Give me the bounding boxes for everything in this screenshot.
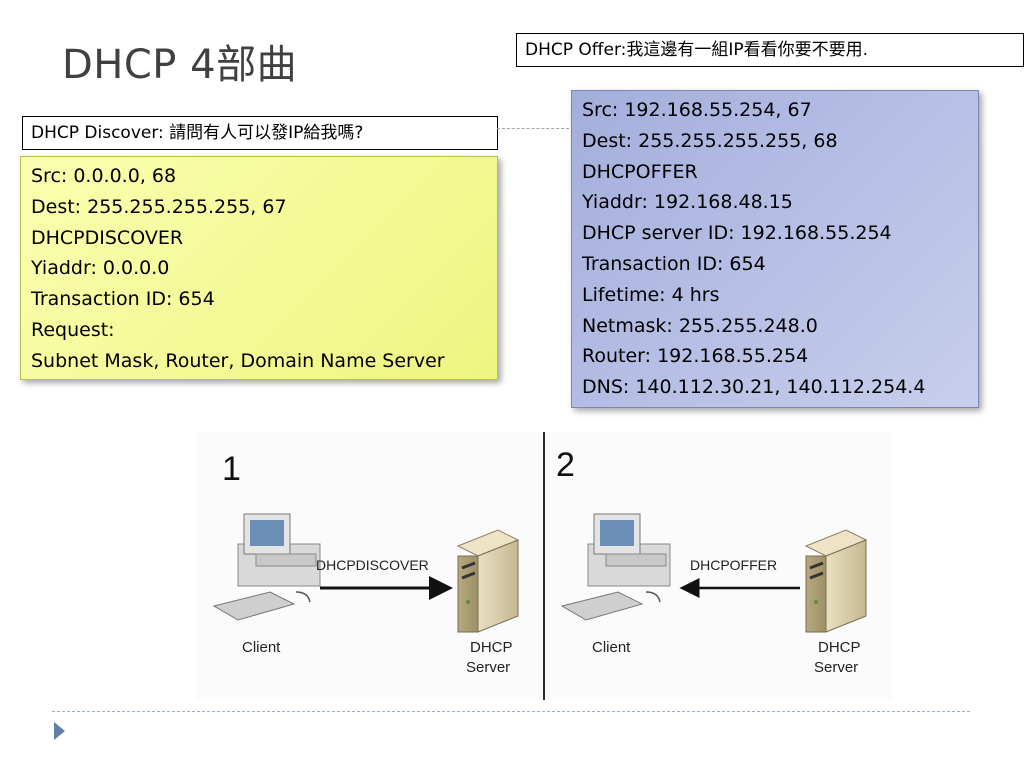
dhcp-exchange-figure: 1 Client DHCPDISCOVER DHCP Server 2	[196, 432, 892, 700]
discover-line-transaction: Transaction ID: 654	[31, 288, 215, 311]
discover-line-options: Subnet Mask, Router, Domain Name Server	[31, 349, 445, 372]
offer-panel: Src: 192.168.55.254, 67 Dest: 255.255.25…	[571, 90, 979, 408]
offer-line-netmask: Netmask: 255.255.248.0	[582, 314, 818, 337]
step2-server-icon	[804, 529, 868, 633]
footer-arrow-icon	[54, 722, 65, 740]
offer-line-lifetime: Lifetime: 4 hrs	[582, 283, 720, 306]
offer-label: DHCP Offer:我這邊有一組IP看看你要不要用.	[516, 33, 1024, 67]
step1-server-icon	[456, 529, 520, 633]
offer-line-src: Src: 192.168.55.254, 67	[582, 99, 812, 121]
step2-server-label-line2: Server	[814, 659, 858, 676]
step2-server-label-line1: DHCP	[818, 639, 861, 656]
step1-message: DHCPDISCOVER	[316, 557, 429, 573]
step2-client-label: Client	[592, 639, 631, 656]
discover-panel: Src: 0.0.0.0, 68 Dest: 255.255.255.255, …	[20, 156, 498, 380]
step1-server-label-line1: DHCP	[470, 639, 513, 656]
offer-line-dest: Dest: 255.255.255.255, 68	[582, 129, 838, 152]
discover-line-src: Src: 0.0.0.0, 68	[31, 165, 177, 187]
discover-line-request: Request:	[31, 318, 115, 341]
offer-line-yiaddr: Yiaddr: 192.168.48.15	[582, 191, 793, 214]
step1-client-label: Client	[242, 639, 281, 656]
offer-line-transaction: Transaction ID: 654	[582, 252, 766, 275]
step1-client-computer-icon	[212, 513, 321, 621]
discover-label: DHCP Discover: 請問有人可以發IP給我嗎?	[22, 116, 498, 150]
connector-line	[497, 128, 569, 129]
slide-title: DHCP 4部曲	[62, 42, 298, 88]
step1-server-label-line2: Server	[466, 659, 510, 676]
offer-line-router: Router: 192.168.55.254	[582, 345, 809, 368]
step2-message: DHCPOFFER	[690, 557, 777, 573]
offer-line-server-id: DHCP server ID: 192.168.55.254	[582, 222, 892, 245]
discover-line-dest: Dest: 255.255.255.255, 67	[31, 195, 287, 218]
step2-client-computer-icon	[560, 513, 671, 621]
footer-divider	[52, 711, 970, 712]
offer-line-dns: DNS: 140.112.30.21, 140.112.254.4	[582, 376, 926, 399]
discover-line-yiaddr: Yiaddr: 0.0.0.0	[31, 257, 170, 280]
offer-line-type: DHCPOFFER	[582, 160, 698, 183]
discover-line-type: DHCPDISCOVER	[31, 226, 184, 249]
step2-number: 2	[556, 446, 575, 484]
step1-number: 1	[222, 450, 241, 488]
